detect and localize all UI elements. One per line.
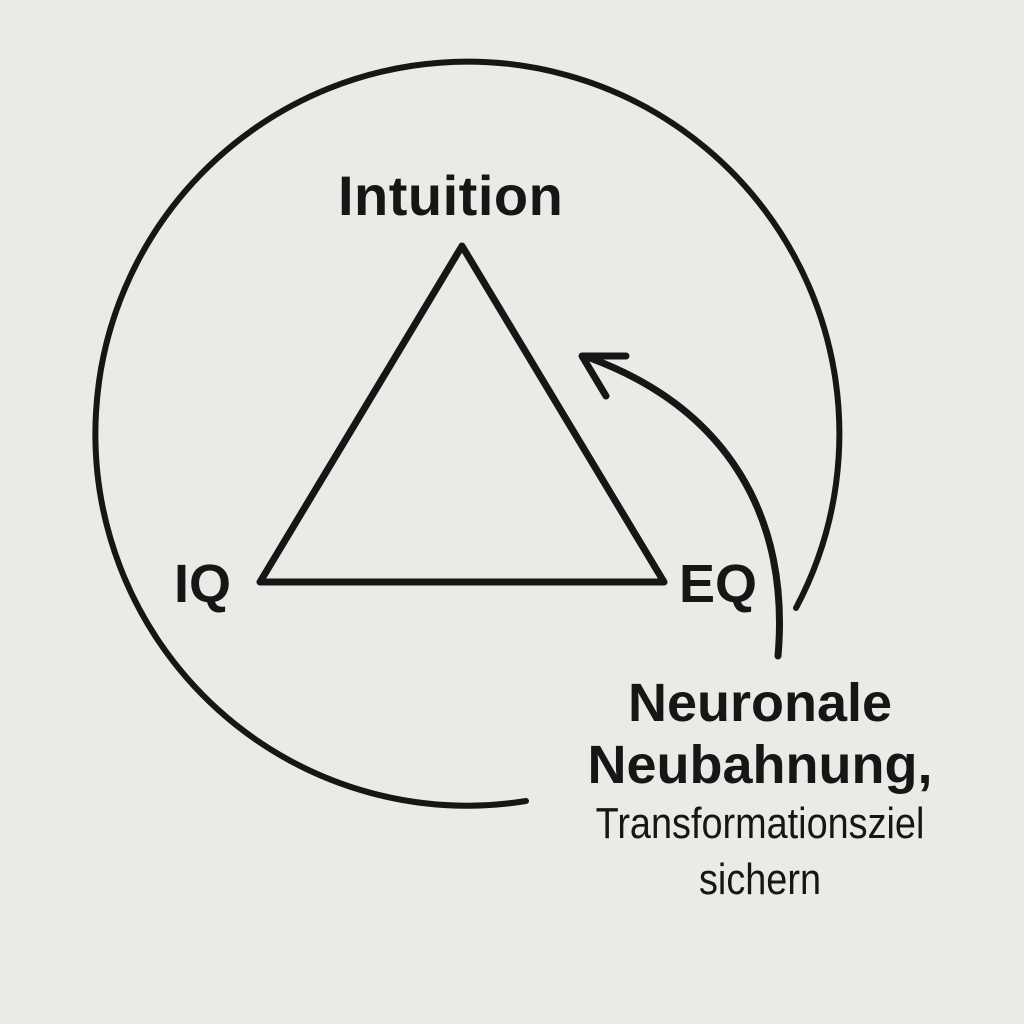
node-label-intuition: Intuition (338, 164, 564, 227)
triangle (256, 242, 668, 586)
caption-block: Neuronale Neubahnung, Transformationszie… (520, 672, 1000, 908)
caption-line-4: sichern (699, 855, 821, 904)
curved-arrow-line (586, 354, 783, 660)
arrow-head-icon (578, 352, 630, 400)
caption-line-2: Neubahnung, (587, 735, 933, 795)
enclosing-circle-arc (92, 58, 843, 809)
caption-line-1: Neuronale (627, 673, 893, 733)
node-label-eq: EQ (679, 554, 758, 614)
caption-line-3: Transformationsziel (595, 799, 925, 848)
node-label-iq: IQ (174, 554, 232, 614)
